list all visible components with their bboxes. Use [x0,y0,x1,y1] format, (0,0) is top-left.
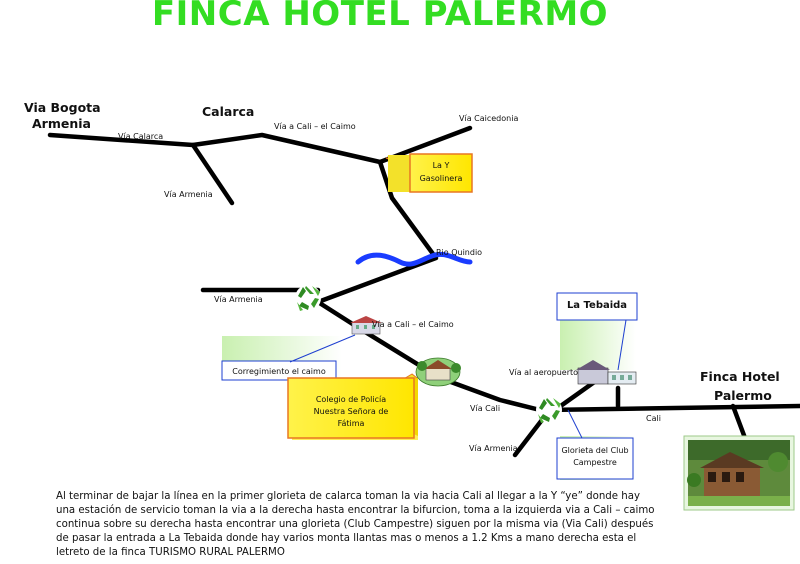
recycle-roundabout-icon [295,285,321,311]
callout-glorieta-text-2: Campestre [573,458,617,467]
place-via-bogota: Via Bogota [24,100,101,115]
recycle-roundabout-icon [536,397,562,423]
road-label-cali-fragment: Cali [646,414,661,423]
school-icon [415,357,461,387]
road-label-via-armenia-south: Vía Armenia [469,444,518,453]
road-via-armenia-south [512,413,548,458]
callout-la-tebaida-text: La Tebaida [566,300,628,311]
callout-la-tebaida [556,292,638,371]
callout-glorieta [556,409,636,480]
page-title: FINCA HOTEL PALERMO [151,0,609,34]
road-label-via-armenia-west: Vía Armenia [214,295,263,304]
callout-la-y [385,153,473,193]
building-icon [350,316,382,335]
rio-quindio-river [355,251,473,267]
road-label-via-cali: Vía Cali [470,404,501,413]
road-label-via-caicedonia: Vía Caicedonia [459,114,519,123]
callout-la-y-text-2: Gasolinera [419,174,463,183]
road-via-cali-east [542,403,800,413]
road-via-calarca [47,125,473,165]
hotel-photo [683,435,795,511]
directions-description: Al terminar de bajar la línea en la prim… [56,491,655,558]
road-label-via-cali-caimo-2: Vía a Cali – el Caimo [372,320,454,329]
road-label-via-cali-caimo: Vía a Cali – el Caimo [274,122,356,131]
callout-colegio [287,373,418,440]
place-calarca: Calarca [202,104,255,119]
callout-colegio-text-3: Fátima [337,419,365,428]
river-label-rio-quindio: Rio Quindio [436,248,483,257]
road-label-via-armenia-north: Vía Armenia [164,190,213,199]
road-label-via-aeropuerto: Vía al aeropuerto [509,368,579,377]
callout-corregimiento [221,334,356,381]
callout-colegio-text-1: Colegio de Policía [315,395,387,404]
callout-colegio-text-2: Nuestra Señora de [313,407,389,416]
road-label-via-calarca: Vía Calarca [118,132,164,141]
place-armenia: Armenia [32,116,91,131]
place-finca-hotel: Finca Hotel [700,369,780,384]
road-via-armenia-north [190,142,235,206]
callout-la-y-text-1: La Y [432,161,450,170]
road-finca-access [730,403,748,441]
road-to-rio-quindio [315,159,439,305]
callout-glorieta-text-1: Glorieta del Club [561,446,629,455]
village-icon [576,360,637,385]
callout-corregimiento-text: Corregimiento el caimo [232,367,326,376]
place-palermo: Palermo [714,388,772,403]
